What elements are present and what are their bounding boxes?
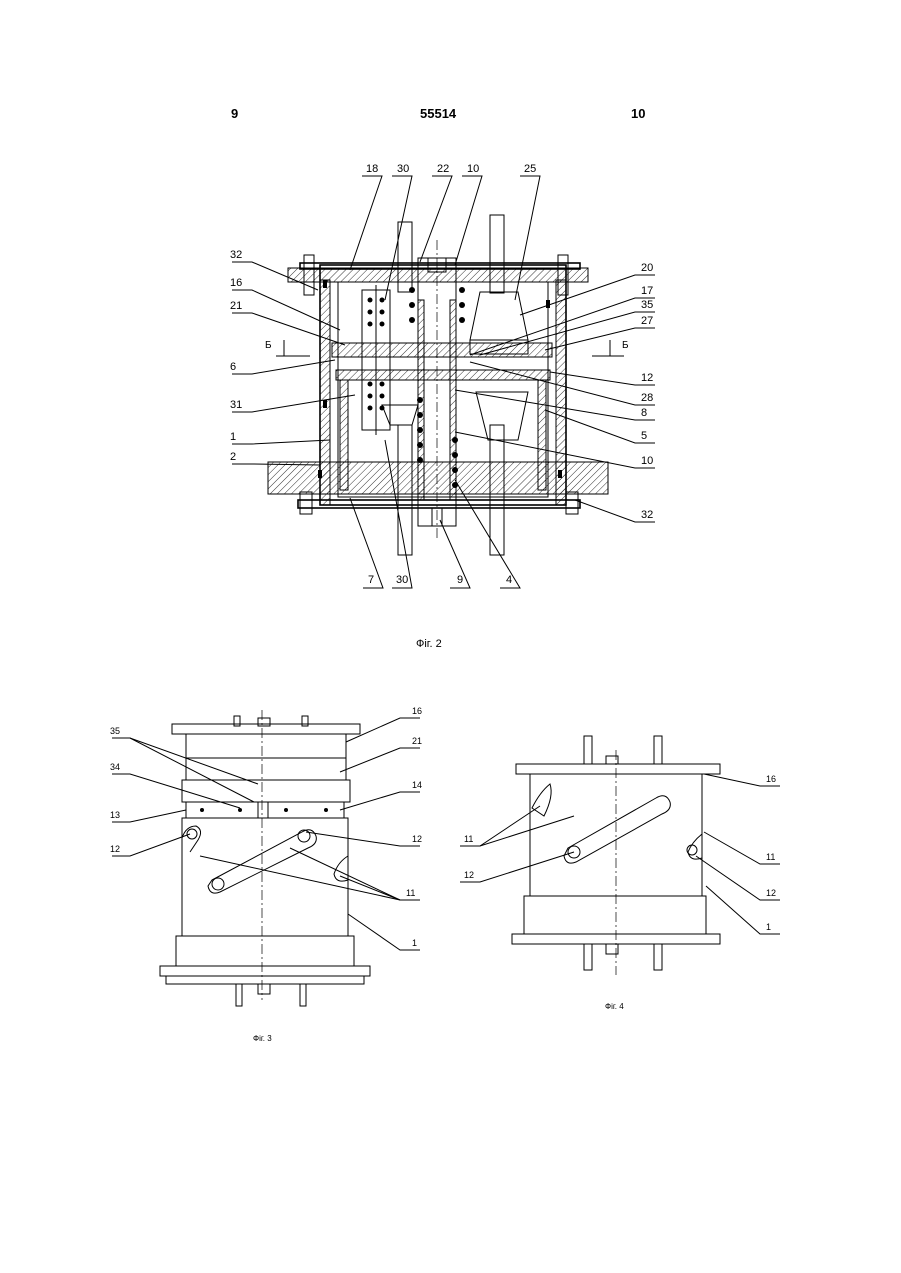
fig2-label-10: 10 (467, 163, 479, 175)
fig2-label-7: 7 (368, 574, 374, 586)
fig2-label-21: 21 (230, 300, 242, 312)
fig2-label-32b: 32 (641, 509, 653, 521)
fig3-label-34: 34 (110, 762, 120, 772)
fig3-label-12: 12 (110, 844, 120, 854)
fig3-label-13: 13 (110, 810, 120, 820)
fig4-label-12: 12 (464, 870, 474, 880)
fig2-label-12: 12 (641, 372, 653, 384)
fig2-caption: Фіг. 2 (416, 638, 442, 650)
fig2-label-2: 2 (230, 451, 236, 463)
fig4-label-11b: 11 (766, 852, 775, 862)
fig2-label-17: 17 (641, 285, 653, 297)
fig2-label-30b: 30 (396, 574, 408, 586)
figure-2-section-drawing: 18 30 22 10 25 32 16 21 6 31 1 2 20 17 3… (230, 163, 655, 588)
fig2-section-mark-right: Б (622, 340, 629, 351)
fig4-label-12b: 12 (766, 888, 776, 898)
fig2-label-22: 22 (437, 163, 449, 175)
fig2-label-25: 25 (524, 163, 536, 175)
figure-3-side-view: 35 34 13 12 16 21 14 12 11 1 (110, 706, 422, 1006)
fig2-label-9: 9 (457, 574, 463, 586)
fig2-label-32: 32 (230, 249, 242, 261)
fig2-section-mark-left: Б (265, 340, 272, 351)
fig4-caption: Фіг. 4 (605, 1002, 624, 1011)
fig3-label-11: 11 (406, 888, 415, 898)
fig3-label-35: 35 (110, 726, 120, 736)
fig2-label-20: 20 (641, 262, 653, 274)
fig3-label-14: 14 (412, 780, 422, 790)
fig2-label-18: 18 (366, 163, 378, 175)
fig2-label-10b: 10 (641, 455, 653, 467)
fig2-label-6: 6 (230, 361, 236, 373)
figure-4-side-view: 11 12 16 11 12 1 (460, 736, 780, 975)
fig2-label-4: 4 (506, 574, 512, 586)
fig3-label-1: 1 (412, 938, 417, 948)
fig2-label-27: 27 (641, 315, 653, 327)
fig2-label-1: 1 (230, 431, 236, 443)
fig2-label-31: 31 (230, 399, 242, 411)
fig3-label-16: 16 (412, 706, 422, 716)
fig2-label-30: 30 (397, 163, 409, 175)
fig4-label-1: 1 (766, 922, 771, 932)
fig2-label-16: 16 (230, 277, 242, 289)
fig3-label-12b: 12 (412, 834, 422, 844)
fig3-caption: Фіг. 3 (253, 1034, 272, 1043)
fig2-label-35: 35 (641, 299, 653, 311)
fig2-label-28: 28 (641, 392, 653, 404)
fig2-label-5: 5 (641, 430, 647, 442)
fig2-label-8: 8 (641, 407, 647, 419)
fig4-label-16: 16 (766, 774, 776, 784)
fig4-label-11: 11 (464, 834, 473, 844)
fig3-label-21: 21 (412, 736, 422, 746)
